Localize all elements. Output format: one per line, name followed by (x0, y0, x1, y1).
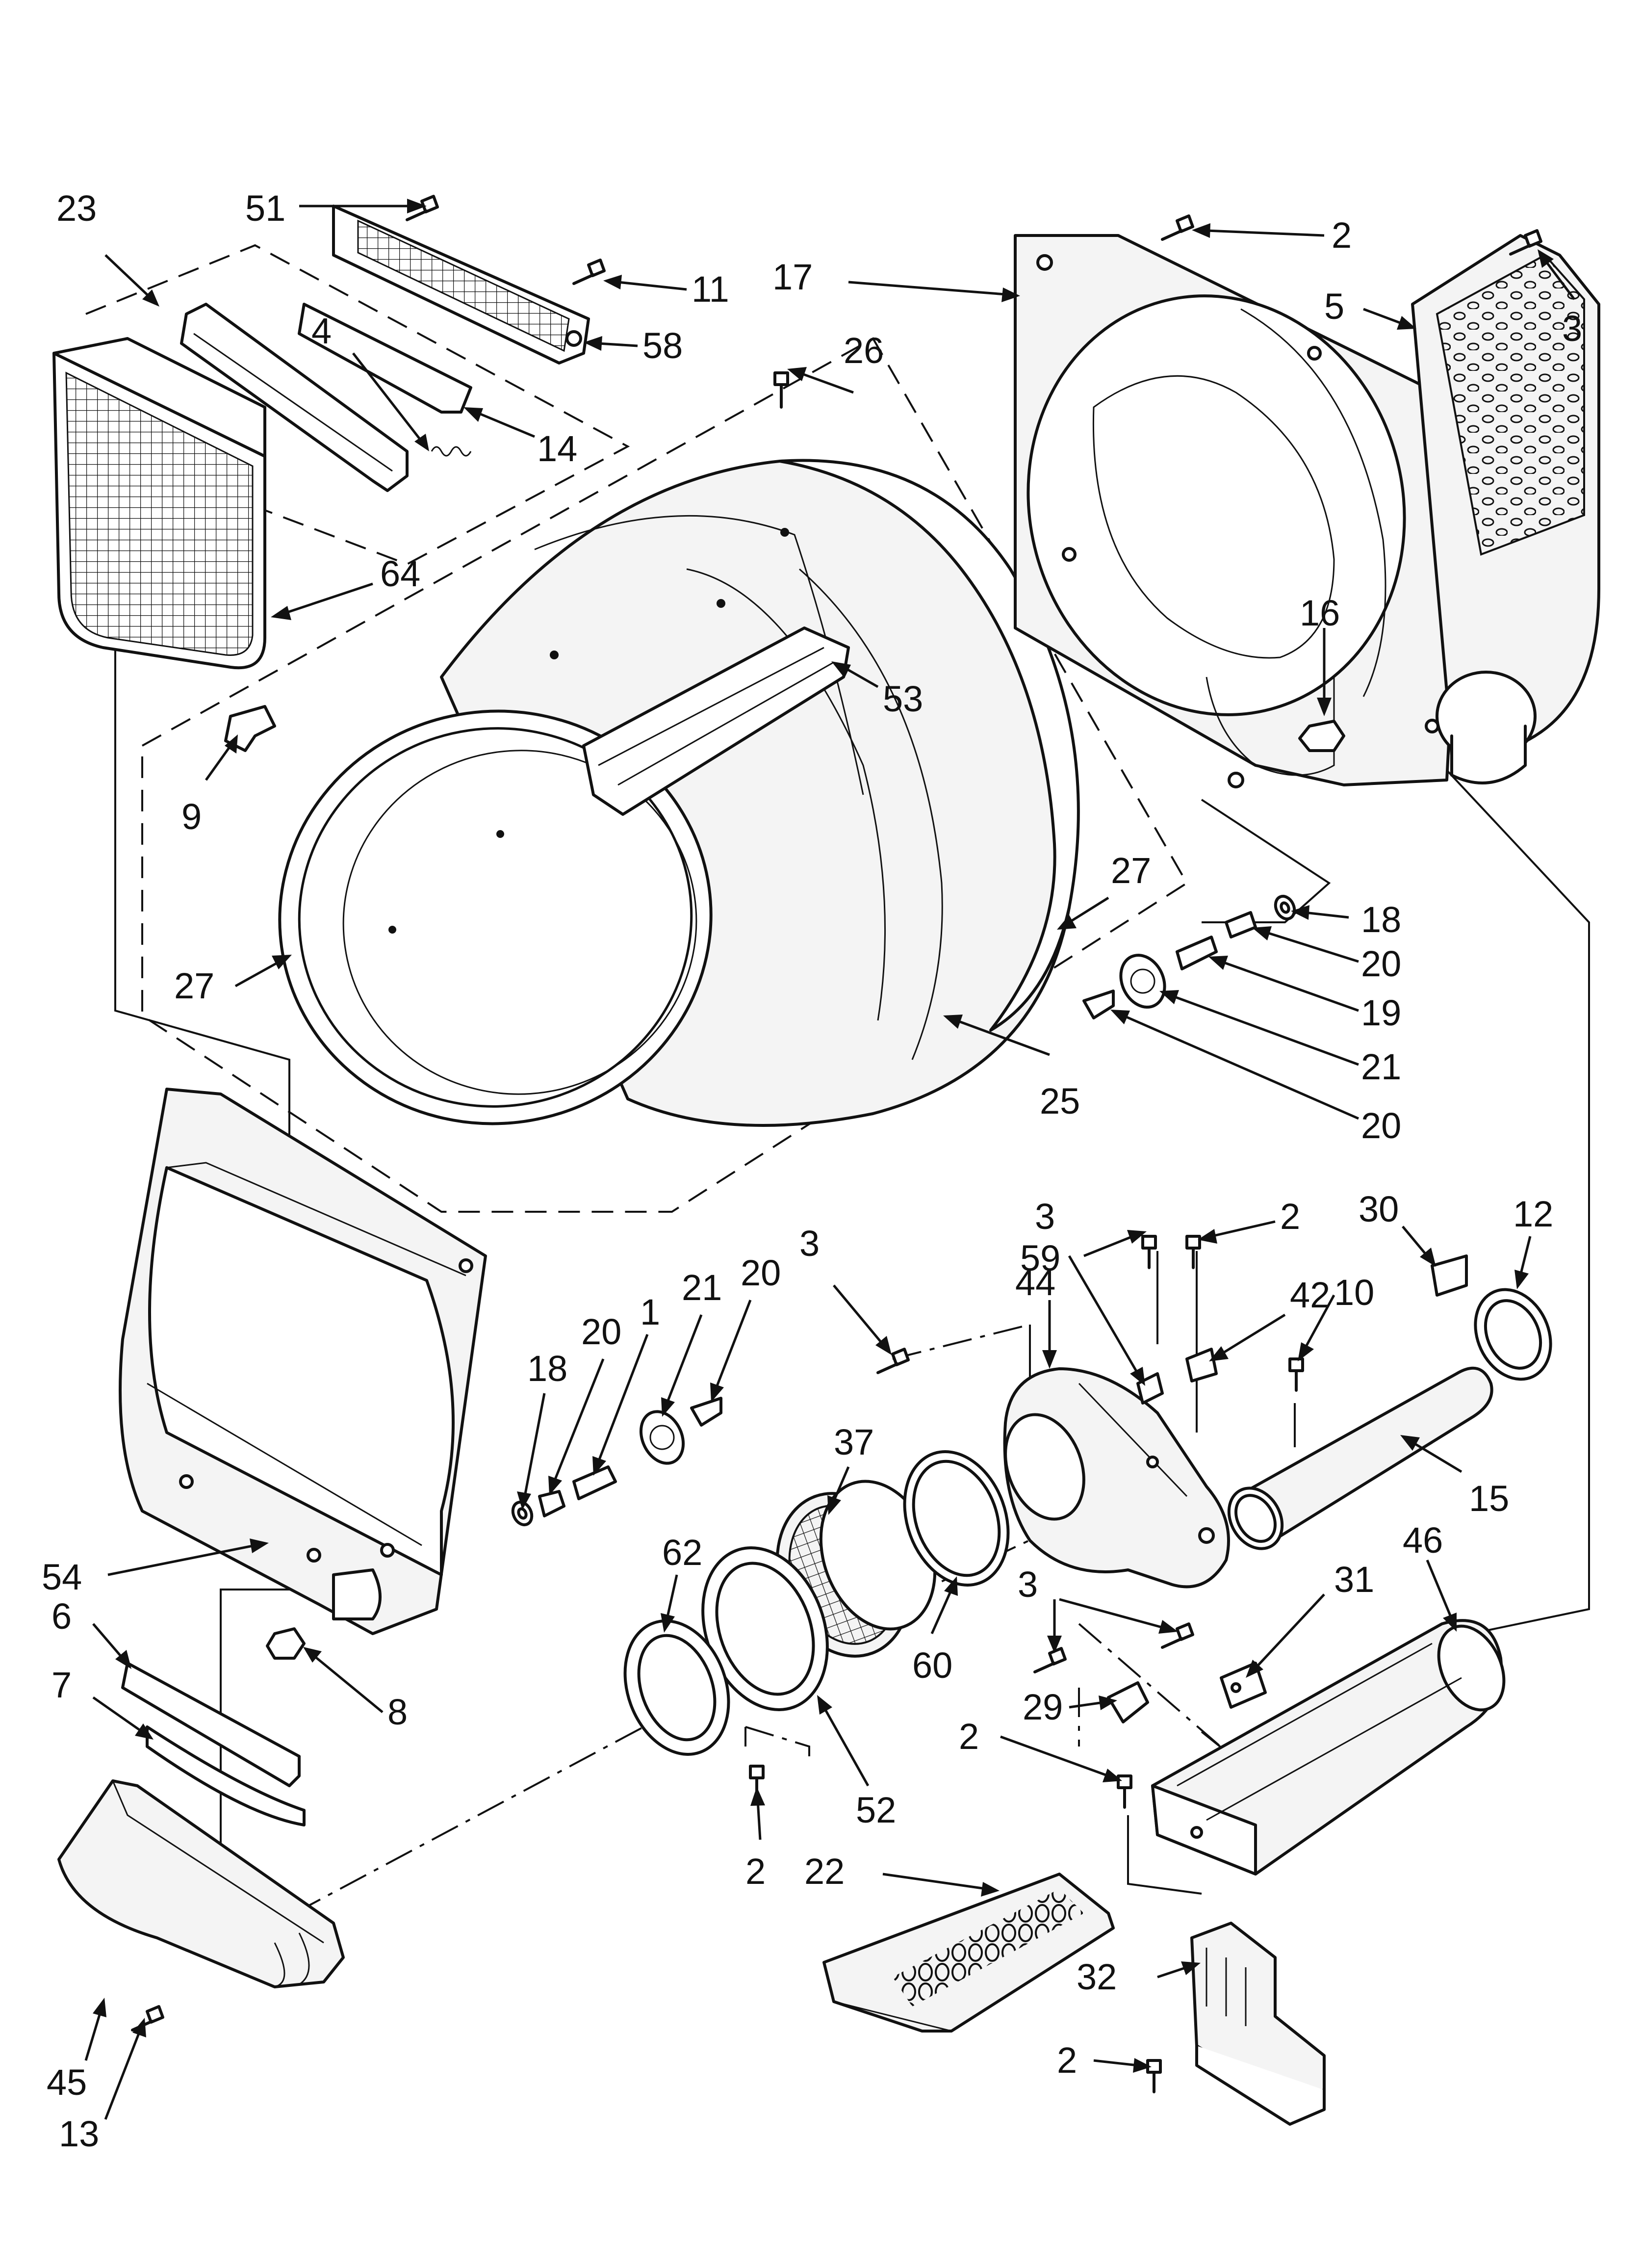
dryer-drum (278, 459, 1080, 1127)
drum-baffle (582, 626, 850, 816)
callout-1: 1 (640, 1292, 660, 1332)
callout-45: 45 (47, 2062, 87, 2103)
callout-2: 2 (959, 1716, 979, 1757)
callout-2: 2 (1332, 215, 1352, 256)
callout-22: 22 (804, 1851, 845, 1892)
callout-7: 7 (51, 1665, 72, 1705)
callout-60: 60 (912, 1645, 952, 1686)
callout-3: 3 (1018, 1564, 1038, 1605)
exhaust-tube (1227, 1366, 1493, 1550)
callout-62: 62 (662, 1532, 702, 1573)
callout-20: 20 (741, 1252, 781, 1293)
callout-4: 4 (311, 311, 332, 351)
callout-53: 53 (883, 678, 923, 719)
heating-element (822, 1873, 1115, 2033)
callout-9: 9 (181, 796, 202, 837)
callout-10: 10 (1334, 1272, 1374, 1313)
blower-seal (903, 1450, 1010, 1587)
lint-housing-bracket (298, 303, 472, 414)
callout-15: 15 (1469, 1478, 1509, 1519)
callout-3: 3 (799, 1223, 820, 1264)
callout-21: 21 (682, 1267, 722, 1308)
callout-21: 21 (1361, 1046, 1401, 1087)
callout-59: 59 (1020, 1238, 1060, 1278)
heater-housing (1151, 1619, 1506, 1876)
thermostat-clip (1185, 1348, 1218, 1382)
spring (431, 446, 472, 457)
lint-housing-rail (180, 303, 409, 492)
duct-seal-ring (623, 1619, 730, 1756)
callout-51: 51 (245, 188, 285, 229)
drum-axle-parts-rear (1082, 894, 1296, 1019)
blower-wheel (775, 1480, 937, 1658)
callout-labels: 23 51 11 58 4 14 26 64 53 9 27 27 25 17 … (42, 188, 1582, 2154)
high-limit-thermostat (1220, 1662, 1267, 1709)
callout-25: 25 (1040, 1081, 1080, 1121)
rear-duct-panel (1411, 234, 1600, 784)
leader-arrows (84, 199, 1575, 2120)
front-bearing (266, 1627, 306, 1660)
callout-42: 42 (1290, 1275, 1330, 1315)
callout-2: 2 (1280, 1196, 1300, 1237)
felt-seal (121, 1662, 301, 1787)
callout-17: 17 (772, 257, 813, 297)
lint-screen (52, 337, 266, 670)
callout-8: 8 (387, 1692, 408, 1732)
callout-23: 23 (56, 188, 97, 229)
callout-30: 30 (1359, 1189, 1399, 1229)
callout-27: 27 (174, 965, 214, 1006)
blower-cover-plate (701, 1546, 829, 1711)
callout-20: 20 (581, 1311, 621, 1352)
drum-assembly-outline (141, 337, 1188, 1213)
lint-duct (57, 1779, 345, 1988)
callout-16: 16 (1300, 593, 1340, 633)
blower-housing (1003, 1367, 1230, 1589)
callout-54: 54 (42, 1557, 82, 1597)
callout-58: 58 (642, 325, 683, 366)
callout-52: 52 (856, 1790, 896, 1830)
callout-44: 44 (1015, 1262, 1055, 1303)
thermal-fuse (1107, 1681, 1149, 1723)
callout-2: 2 (745, 1851, 766, 1892)
callout-19: 19 (1361, 992, 1401, 1033)
callout-64: 64 (380, 553, 420, 594)
callout-31: 31 (1334, 1559, 1374, 1600)
callout-46: 46 (1403, 1520, 1443, 1561)
wire-clip (1431, 1254, 1468, 1297)
clip-part (224, 705, 276, 752)
callout-18: 18 (527, 1348, 567, 1389)
callout-6: 6 (51, 1596, 72, 1637)
callout-20: 20 (1361, 1105, 1401, 1146)
callout-3: 3 (1562, 308, 1582, 349)
callout-12: 12 (1513, 1194, 1553, 1234)
front-bulkhead (119, 1088, 487, 1635)
lint-screen-assembly-outline (85, 244, 630, 566)
drum-axle-parts-front (511, 1397, 722, 1527)
seal-strip (146, 1725, 306, 1826)
callout-5: 5 (1324, 286, 1344, 327)
callout-32: 32 (1077, 1956, 1117, 1997)
callout-14: 14 (537, 428, 577, 469)
callout-27: 27 (1111, 850, 1151, 891)
callout-20: 20 (1361, 943, 1401, 984)
exhaust-seal-ring (1474, 1288, 1552, 1381)
screws (131, 195, 1542, 2093)
element-bracket (1190, 1922, 1326, 2126)
callout-18: 18 (1361, 899, 1401, 940)
callout-37: 37 (834, 1422, 874, 1462)
callout-11: 11 (692, 269, 729, 310)
lint-grille (332, 205, 590, 365)
rear-bulkhead (1014, 234, 1468, 788)
callout-29: 29 (1023, 1687, 1063, 1727)
callout-3: 3 (1035, 1196, 1055, 1237)
callout-2: 2 (1057, 2040, 1077, 2081)
callout-26: 26 (844, 330, 884, 371)
callout-13: 13 (59, 2113, 99, 2154)
assembly-guide-lines (114, 628, 1590, 1914)
